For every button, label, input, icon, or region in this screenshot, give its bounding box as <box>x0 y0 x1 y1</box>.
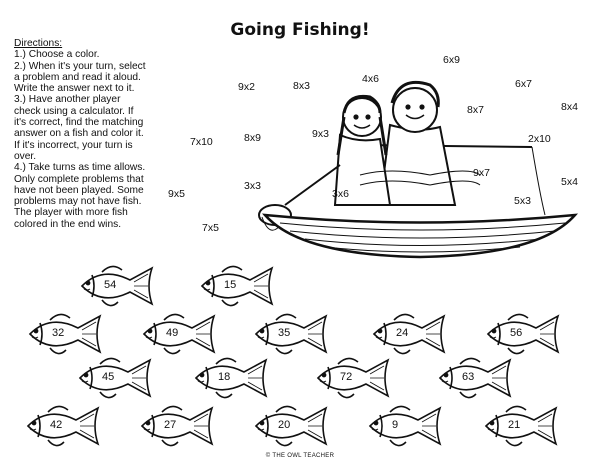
fish-icon[interactable]: 27 <box>122 398 220 454</box>
directions-line: 1.) Choose a color. <box>14 49 100 61</box>
fish-number: 42 <box>50 419 63 431</box>
fish-number: 9 <box>392 419 399 431</box>
fish-icon[interactable]: 9 <box>350 398 448 454</box>
fish-number: 18 <box>218 371 231 383</box>
fish-number: 45 <box>102 371 115 383</box>
directions-line: a problem and read it aloud. <box>14 71 141 83</box>
fish-number: 21 <box>508 419 521 431</box>
directions-line: over. <box>14 150 37 162</box>
fish-number: 15 <box>224 279 237 291</box>
directions-line: Only complete problems that <box>14 173 144 185</box>
fish-icon[interactable]: 49 <box>124 306 222 362</box>
fish-icon[interactable]: 54 <box>62 258 160 314</box>
fish-icon[interactable]: 20 <box>236 398 334 454</box>
directions-line: Write the answer next to it. <box>14 83 135 95</box>
boat-with-children-icon <box>240 55 580 270</box>
directions-line: it's correct, find the matching <box>14 117 144 129</box>
problem-label[interactable]: 9x7 <box>473 167 490 179</box>
problem-label[interactable]: 3x3 <box>244 180 261 192</box>
fish-icon[interactable]: 63 <box>420 350 518 406</box>
problem-label[interactable]: 8x7 <box>467 104 484 116</box>
problem-label[interactable]: 9x3 <box>312 128 329 140</box>
fish-icon[interactable]: 42 <box>8 398 106 454</box>
fish-icon[interactable]: 32 <box>10 306 108 362</box>
problem-label[interactable]: 8x3 <box>293 80 310 92</box>
directions-line: check using a calculator. If <box>14 105 134 117</box>
directions-line: The player with more fish <box>14 207 128 219</box>
directions-line: 4.) Take turns as time allows. <box>14 162 146 174</box>
problem-label[interactable]: 9x2 <box>238 81 255 93</box>
problem-label[interactable]: 6x7 <box>515 78 532 90</box>
fish-icon[interactable]: 72 <box>298 350 396 406</box>
fish-number: 63 <box>462 371 475 383</box>
fish-icon[interactable]: 56 <box>468 306 566 362</box>
fish-icon[interactable]: 21 <box>466 398 564 454</box>
problem-label[interactable]: 7x5 <box>202 222 219 234</box>
fish-icon[interactable]: 45 <box>60 350 158 406</box>
problem-label[interactable]: 4x6 <box>362 73 379 85</box>
problem-label[interactable]: 5x3 <box>514 195 531 207</box>
directions-line: If it's incorrect, your turn is <box>14 139 133 151</box>
problem-label[interactable]: 9x5 <box>168 188 185 200</box>
problem-label[interactable]: 2x10 <box>528 133 551 145</box>
directions-line: answer on a fish and color it. <box>14 128 144 140</box>
fish-icon[interactable]: 35 <box>236 306 334 362</box>
directions-line: colored in the end wins. <box>14 218 122 230</box>
problem-label[interactable]: 8x4 <box>561 101 578 113</box>
fish-number: 72 <box>340 371 353 383</box>
directions-line: 2.) When it's your turn, select <box>14 60 146 72</box>
fish-icon[interactable]: 15 <box>182 258 280 314</box>
directions-line: 3.) Have another player <box>14 94 121 106</box>
problem-label[interactable]: 6x9 <box>443 54 460 66</box>
problem-label[interactable]: 7x10 <box>190 136 213 148</box>
problem-label[interactable]: 5x4 <box>561 176 578 188</box>
fish-number: 35 <box>278 327 291 339</box>
fish-number: 24 <box>396 327 409 339</box>
worksheet-title: Going Fishing! <box>230 20 370 40</box>
fish-number: 20 <box>278 419 291 431</box>
fish-icon[interactable]: 18 <box>176 350 274 406</box>
fish-number: 49 <box>166 327 179 339</box>
directions-line: problems may not have fish. <box>14 196 142 208</box>
fish-number: 32 <box>52 327 65 339</box>
fish-number: 54 <box>104 279 117 291</box>
directions-heading: Directions: <box>14 38 63 49</box>
problem-label[interactable]: 3x6 <box>332 188 349 200</box>
directions-block: Directions: 1.) Choose a color. 2.) When… <box>14 38 164 230</box>
credit-text: © THE OWL TEACHER <box>265 453 335 459</box>
problem-label[interactable]: 8x9 <box>244 132 261 144</box>
fish-number: 56 <box>510 327 523 339</box>
fish-number: 27 <box>164 419 177 431</box>
fish-icon[interactable]: 24 <box>354 306 452 362</box>
directions-line: have not been played. Some <box>14 184 144 196</box>
